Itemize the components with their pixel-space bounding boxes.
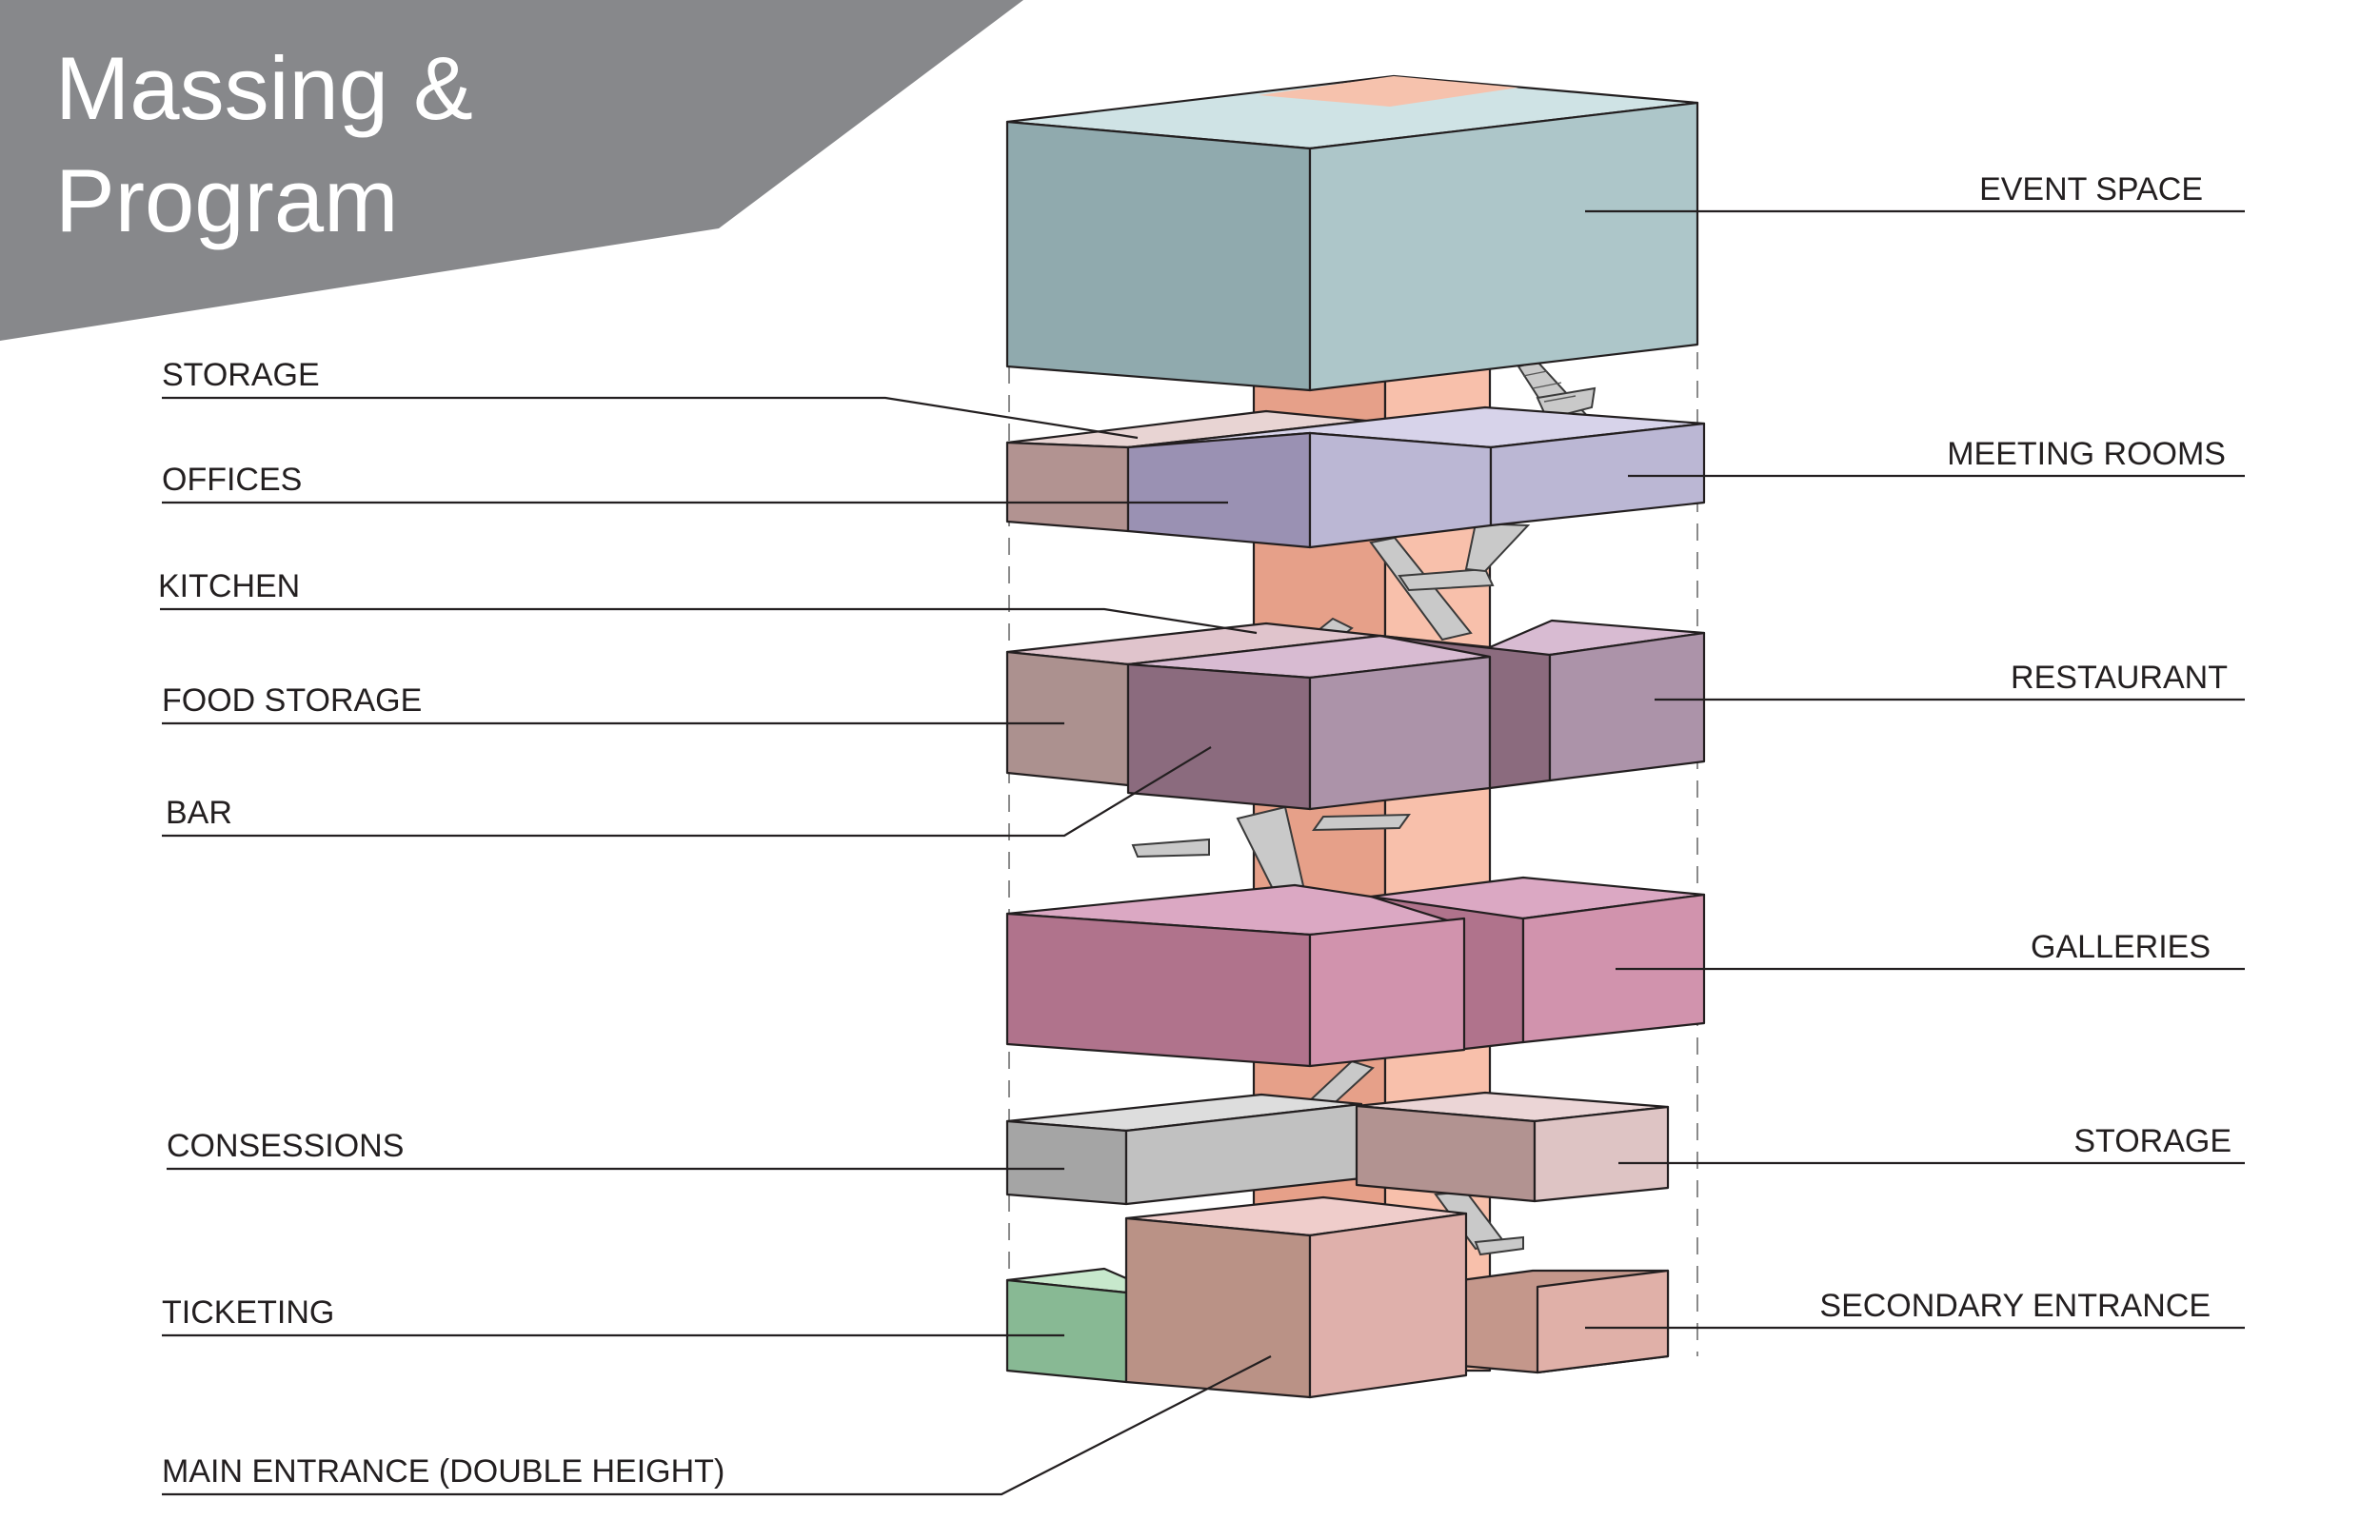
label-consessions: CONSESSIONS [167,1128,404,1164]
program-labels: EVENT SPACE STORAGE OFFICES MEETING ROOM… [158,171,2231,1490]
event-space-volume [1005,74,1699,392]
label-kitchen: KITCHEN [158,568,300,604]
title-banner [0,0,1023,341]
galleries-volume [1005,876,1706,1068]
restaurant-level-volume [1005,619,1706,811]
label-main-entrance: MAIN ENTRANCE (DOUBLE HEIGHT) [162,1453,724,1490]
label-secondary-entrance: SECONDARY ENTRANCE [1819,1288,2211,1324]
stair-landing-bottom [1474,1235,1524,1256]
leader-main-entrance [162,1355,1272,1496]
label-ticketing: TICKETING [162,1294,334,1331]
label-event-space: EVENT SPACE [1979,171,2203,207]
leader-storage-upper [162,396,1139,440]
leader-bar [162,746,1212,838]
event-skylight [1259,76,1518,107]
stair-landing-mid [1398,567,1495,592]
label-offices: OFFICES [162,462,302,498]
stair-landing-lower [1131,838,1210,859]
entrance-level-volume [1005,1195,1670,1399]
leader-lines [160,209,2245,1496]
consessions-level-volume [1005,1091,1670,1206]
stair-landing-mid-2 [1464,522,1531,573]
stair-landing-lower-2 [1312,813,1411,832]
label-meeting-rooms: MEETING ROOMS [1947,436,2226,472]
label-galleries: GALLERIES [2031,929,2211,965]
label-restaurant: RESTAURANT [2011,660,2228,696]
title-line-1: Massing & [55,38,473,138]
label-storage-lower: STORAGE [2073,1123,2231,1159]
leader-kitchen [160,607,1258,635]
label-storage-upper: STORAGE [162,357,320,393]
label-food-storage: FOOD STORAGE [162,682,422,719]
label-bar: BAR [166,795,232,831]
envelope-guides [1008,352,1698,1371]
office-level-volume [1005,405,1706,549]
title-line-2: Program [55,150,398,250]
